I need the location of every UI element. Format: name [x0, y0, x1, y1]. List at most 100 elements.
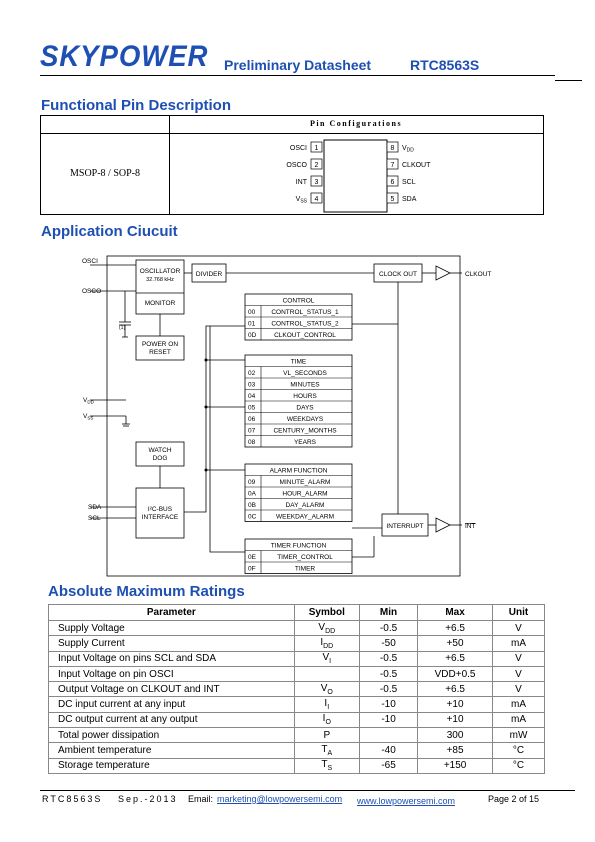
register-group-title: ALARM FUNCTION	[270, 468, 328, 475]
cell-symbol: P	[293, 727, 360, 744]
col-header-min: Min	[358, 604, 419, 621]
register-name: WEEKDAYS	[287, 416, 324, 423]
cell-param: Input Voltage on pin OSCI	[48, 665, 295, 683]
footer-page: Page 2 of 15	[488, 794, 540, 804]
cap-note: (1)	[119, 325, 125, 331]
cell-max: VDD+0.5	[417, 665, 493, 683]
svg-text:SDA: SDA	[402, 196, 417, 203]
cell-unit: °C	[492, 757, 545, 774]
register-name: CLKOUT_CONTROL	[274, 332, 336, 339]
footer-web-link[interactable]: www.lowpowersemi.com	[357, 796, 456, 806]
col-header-unit: Unit	[492, 604, 545, 621]
ratings-section-title: Absolute Maximum Ratings	[48, 583, 245, 600]
cell-min: -10	[358, 696, 419, 713]
register-name: MINUTE_ALARM	[280, 479, 331, 486]
divider-label: DIVIDER	[196, 271, 223, 278]
interrupt-label: INTERRUPT	[386, 523, 423, 530]
svg-text:4: 4	[315, 196, 319, 203]
cell-unit: V	[492, 650, 545, 667]
oscillator-label: OSCILLATOR	[140, 268, 181, 275]
svg-text:7: 7	[391, 162, 395, 169]
cell-symbol: TS	[293, 757, 360, 774]
cell-unit: V	[492, 619, 545, 637]
register-address: 04	[248, 393, 256, 400]
label-vdd: VDD	[83, 397, 95, 405]
cell-param: Output Voltage on CLKOUT and INT	[48, 681, 295, 698]
register-address: 07	[248, 427, 256, 434]
cell-unit: mW	[492, 727, 545, 744]
cell-unit: mA	[492, 635, 545, 652]
register-group-title: TIMER FUNCTION	[271, 543, 327, 550]
cell-symbol	[293, 665, 360, 683]
register-name: CONTROL_STATUS_2	[271, 320, 339, 327]
cell-min: -0.5	[358, 665, 419, 683]
cell-min: -0.5	[358, 619, 419, 637]
pin-section-title: Functional Pin Description	[41, 97, 232, 114]
col-header-symbol: Symbol	[293, 604, 360, 621]
dog-label: DOG	[153, 455, 168, 462]
cell-symbol: IDD	[293, 635, 360, 652]
cell-param: Ambient temperature	[48, 742, 295, 759]
cell-unit: V	[492, 681, 545, 698]
register-name: DAYS	[296, 404, 314, 411]
svg-text:2: 2	[315, 162, 319, 169]
cell-unit: V	[492, 665, 545, 683]
register-address: 0A	[248, 490, 257, 497]
monitor-label: MONITOR	[145, 300, 176, 307]
col-header-parameter: Parameter	[48, 604, 295, 621]
cell-max: +10	[417, 711, 493, 729]
application-circuit-diagram: OSCI OSCO VDD VSS SDA SCL CLKOUT INT OSC…	[82, 255, 491, 577]
footer-part: RTC8563S	[42, 794, 103, 804]
i2c-label-2: INTERFACE	[142, 514, 179, 521]
header-rule	[40, 75, 555, 76]
register-address: 08	[248, 439, 256, 446]
register-group-title: TIME	[291, 359, 307, 366]
register-name: HOUR_ALARM	[282, 490, 327, 497]
svg-text:CLKOUT: CLKOUT	[402, 162, 431, 169]
register-address: 09	[248, 479, 256, 486]
register-address: 00	[248, 309, 256, 316]
cell-symbol: II	[293, 696, 360, 713]
register-name: HOURS	[293, 393, 317, 400]
register-name: VL_SECONDS	[283, 370, 327, 377]
cell-min: -0.5	[358, 650, 419, 667]
footer-email-link[interactable]: marketing@lowpowersemi.com	[217, 794, 343, 804]
label-osci: OSCI	[82, 258, 98, 265]
left-pin-1: 1 OSCI	[290, 141, 323, 153]
register-address: 01	[248, 320, 256, 327]
label-clkout: CLKOUT	[465, 271, 491, 278]
svg-text:1: 1	[315, 145, 319, 152]
svg-text:VDD: VDD	[402, 145, 414, 154]
power-on-label: POWER ON	[142, 341, 178, 348]
register-name: DAY_ALARM	[286, 502, 325, 509]
register-name: CENTURY_MONTHS	[273, 427, 337, 434]
cell-min: -40	[358, 742, 419, 759]
col-header-max: Max	[417, 604, 493, 621]
svg-text:OSCI: OSCI	[290, 145, 307, 152]
cell-max: +6.5	[417, 619, 493, 637]
cell-min: -0.5	[358, 681, 419, 698]
part-number: RTC8563S	[410, 57, 480, 73]
register-name: YEARS	[294, 439, 317, 446]
register-address: 0E	[248, 554, 257, 561]
clock-out-label: CLOCK OUT	[379, 271, 417, 278]
cell-min	[358, 727, 419, 744]
footer-email-label: Email:	[188, 794, 214, 804]
cell-symbol: TA	[293, 742, 360, 759]
cell-min: -65	[358, 757, 419, 774]
cell-max: +6.5	[417, 650, 493, 667]
